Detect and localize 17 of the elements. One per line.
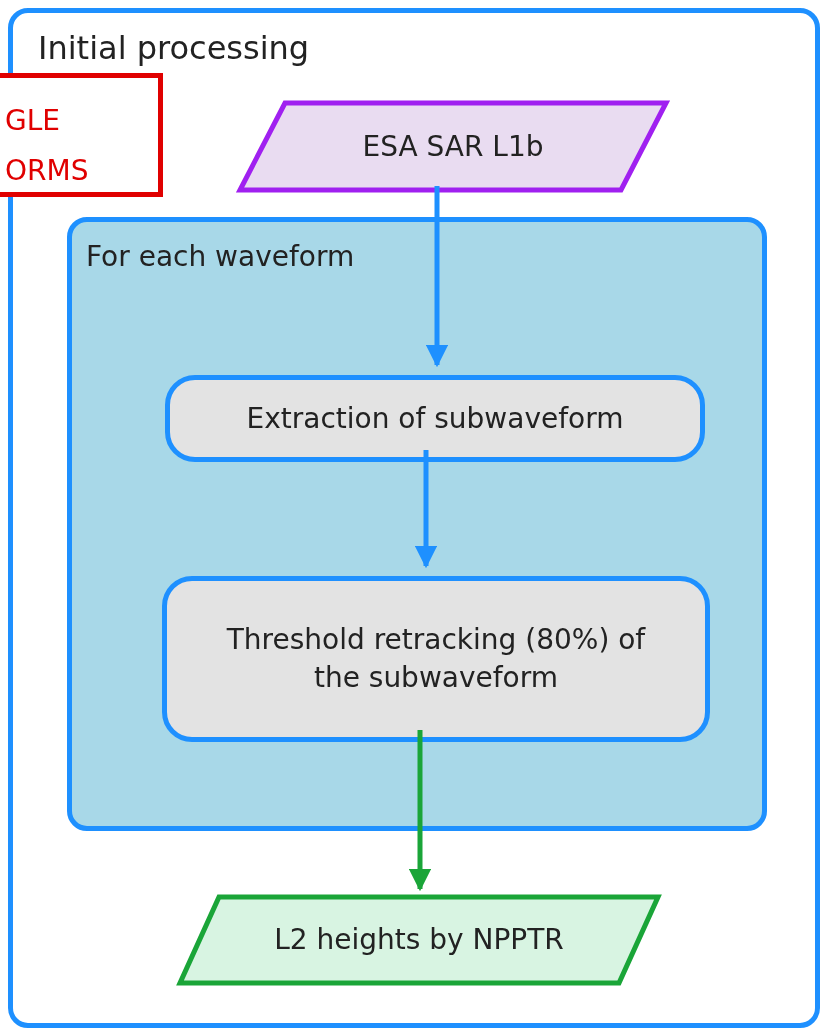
input-parallelogram — [237, 100, 669, 193]
input-label: ESA SAR L1b — [362, 128, 544, 165]
process-label: Threshold retracking (80%) of the subwaveform — [225, 622, 647, 696]
arrow — [425, 186, 449, 368]
output-label: L2 heights by NPPTR — [274, 922, 564, 959]
group-box — [8, 8, 820, 1028]
process-box — [162, 576, 710, 742]
callout-box — [0, 73, 163, 197]
arrow — [414, 450, 438, 569]
group-heading: Initial processing — [38, 29, 310, 67]
loop-heading: For each waveform — [86, 240, 355, 273]
loop-box — [67, 217, 767, 831]
output-parallelogram — [177, 894, 661, 986]
process-box — [165, 375, 705, 462]
arrow — [408, 730, 432, 892]
process-label: Extraction of subwaveform — [246, 400, 624, 437]
callout-text: GLE ORMS — [5, 103, 90, 189]
